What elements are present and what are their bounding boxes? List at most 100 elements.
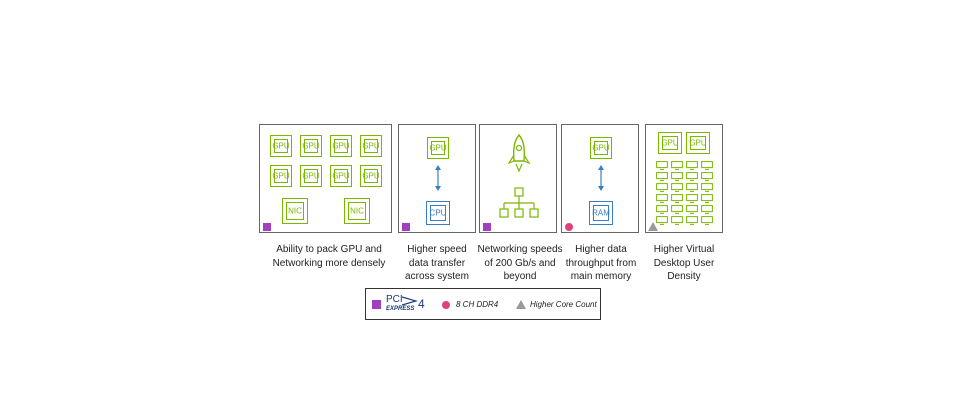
- desktop-monitor-icon: [701, 194, 713, 203]
- gpu-chip: GPU: [270, 165, 292, 187]
- caption-line: Ability to pack GPU and: [276, 244, 382, 255]
- core-count-marker: [648, 222, 658, 231]
- network-topology-icon: [499, 187, 539, 218]
- gpu-chip: GPU: [330, 165, 352, 187]
- caption-line: Desktop User: [653, 257, 715, 269]
- gpu-label: GPU: [661, 138, 679, 148]
- gpu-label: GPU: [362, 141, 380, 151]
- bidirectional-arrow-icon: [435, 165, 441, 191]
- pcie-version: 4: [418, 297, 425, 311]
- panel-memory: GPU RAM: [561, 124, 639, 233]
- desktop-monitor-icon: [656, 172, 668, 181]
- panel-networking: [479, 124, 557, 233]
- desktop-monitor-icon: [686, 194, 698, 203]
- desktop-monitor-icon: [686, 161, 698, 170]
- panel-data-transfer: GPU CPU: [398, 124, 476, 233]
- caption-line: across system: [405, 271, 469, 282]
- gpu-chip: GPU: [300, 165, 322, 187]
- pcie-chevron-icon: [402, 296, 418, 306]
- gpu-chip: GPU: [590, 137, 612, 159]
- desktop-monitor-icon: [671, 161, 683, 170]
- ram-chip: RAM: [589, 201, 613, 225]
- gpu-label: GPU: [689, 138, 707, 148]
- caption-line: beyond: [503, 271, 537, 282]
- desktop-monitor-icon: [686, 216, 698, 225]
- nic-label: NIC: [288, 206, 302, 216]
- desktop-monitor-icon: [656, 216, 668, 225]
- gpu-chip: GPU: [658, 132, 682, 154]
- gpu-chip: GPU: [686, 132, 710, 154]
- desktop-monitor-icon: [686, 172, 698, 181]
- gpu-label: GPU: [429, 143, 447, 153]
- gpu-label: GPU: [302, 171, 320, 181]
- ddr4-marker: [565, 223, 573, 231]
- gpu-label: GPU: [332, 171, 350, 181]
- desktop-monitor-icon: [656, 183, 668, 192]
- caption-memory: Higher data throughput from main memory: [561, 243, 641, 284]
- pcie-logo: PCI EXPRESS: [386, 294, 430, 316]
- desktop-monitor-icon: [671, 194, 683, 203]
- gpu-label: GPU: [302, 141, 320, 151]
- caption-line: Higher speed: [407, 244, 467, 255]
- desktop-monitor-icon: [701, 216, 713, 225]
- desktop-monitor-icon: [671, 183, 683, 192]
- caption-data-transfer: Higher speed data transfer across system: [398, 243, 476, 284]
- rocket-icon: [507, 133, 531, 173]
- caption-line: of 200 Gb/s and: [484, 257, 556, 269]
- desktop-monitor-icon: [701, 172, 713, 181]
- legend-pcie-marker: [372, 300, 381, 309]
- caption-networking: Networking speeds of 200 Gb/s and beyond: [476, 243, 564, 284]
- panel-vdi-density: GPU GPU: [645, 124, 723, 233]
- gpu-chip: GPU: [360, 165, 382, 187]
- legend-ddr4-marker: [442, 301, 450, 309]
- desktop-monitor-icon: [656, 194, 668, 203]
- gpu-label: GPU: [272, 141, 290, 151]
- legend: PCI EXPRESS 4 8 CH DDR4 Higher Core Coun…: [365, 288, 601, 320]
- bidirectional-arrow-icon: [598, 165, 604, 191]
- cpu-chip: CPU: [426, 201, 450, 225]
- desktop-monitor-icon: [656, 205, 668, 214]
- pcie-marker: [483, 223, 491, 231]
- desktop-monitor-icon: [671, 205, 683, 214]
- desktop-monitor-icon: [701, 205, 713, 214]
- desktop-monitor-icon: [671, 216, 683, 225]
- pcie-logo-bottom: EXPRESS: [386, 306, 415, 312]
- panel-gpu-density: GPU GPU GPU GPU GPU GPU GPU GPU NIC NIC: [259, 124, 392, 233]
- ram-label: RAM: [592, 208, 610, 218]
- gpu-chip: GPU: [330, 135, 352, 157]
- gpu-chip: GPU: [360, 135, 382, 157]
- gpu-chip: GPU: [270, 135, 292, 157]
- gpu-chip: GPU: [427, 137, 449, 159]
- gpu-label: GPU: [272, 171, 290, 181]
- gpu-label: GPU: [332, 141, 350, 151]
- caption-line: Density: [667, 271, 701, 282]
- desktop-monitor-icon: [686, 183, 698, 192]
- desktop-monitor-icon: [701, 161, 713, 170]
- caption-line: Higher Virtual: [653, 244, 715, 255]
- pcie-marker: [263, 223, 271, 231]
- desktop-monitor-icon: [686, 205, 698, 214]
- caption-line: throughput from: [565, 257, 637, 269]
- gpu-label: GPU: [592, 143, 610, 153]
- caption-line: data transfer: [408, 257, 466, 269]
- cpu-label: CPU: [429, 208, 447, 218]
- legend-core-label: Higher Core Count: [530, 300, 597, 309]
- pcie-logo-top: PCI: [386, 294, 403, 305]
- caption-line: Higher data: [575, 244, 627, 255]
- legend-core-marker: [516, 300, 526, 309]
- desktop-monitor-icon: [701, 183, 713, 192]
- nic-label: NIC: [350, 206, 364, 216]
- gpu-label: GPU: [362, 171, 380, 181]
- caption-line: Networking speeds: [477, 244, 563, 255]
- caption-line: main memory: [570, 271, 632, 282]
- gpu-chip: GPU: [300, 135, 322, 157]
- caption-vdi-density: Higher Virtual Desktop User Density: [643, 243, 725, 284]
- desktop-monitor-icon: [671, 172, 683, 181]
- caption-line: Networking more densely: [272, 257, 386, 269]
- desktop-monitor-icon: [656, 161, 668, 170]
- pcie-marker: [402, 223, 410, 231]
- nic-chip: NIC: [344, 198, 370, 224]
- caption-gpu-density: Ability to pack GPU and Networking more …: [259, 243, 399, 270]
- nic-chip: NIC: [282, 198, 308, 224]
- legend-ddr4-label: 8 CH DDR4: [456, 300, 499, 309]
